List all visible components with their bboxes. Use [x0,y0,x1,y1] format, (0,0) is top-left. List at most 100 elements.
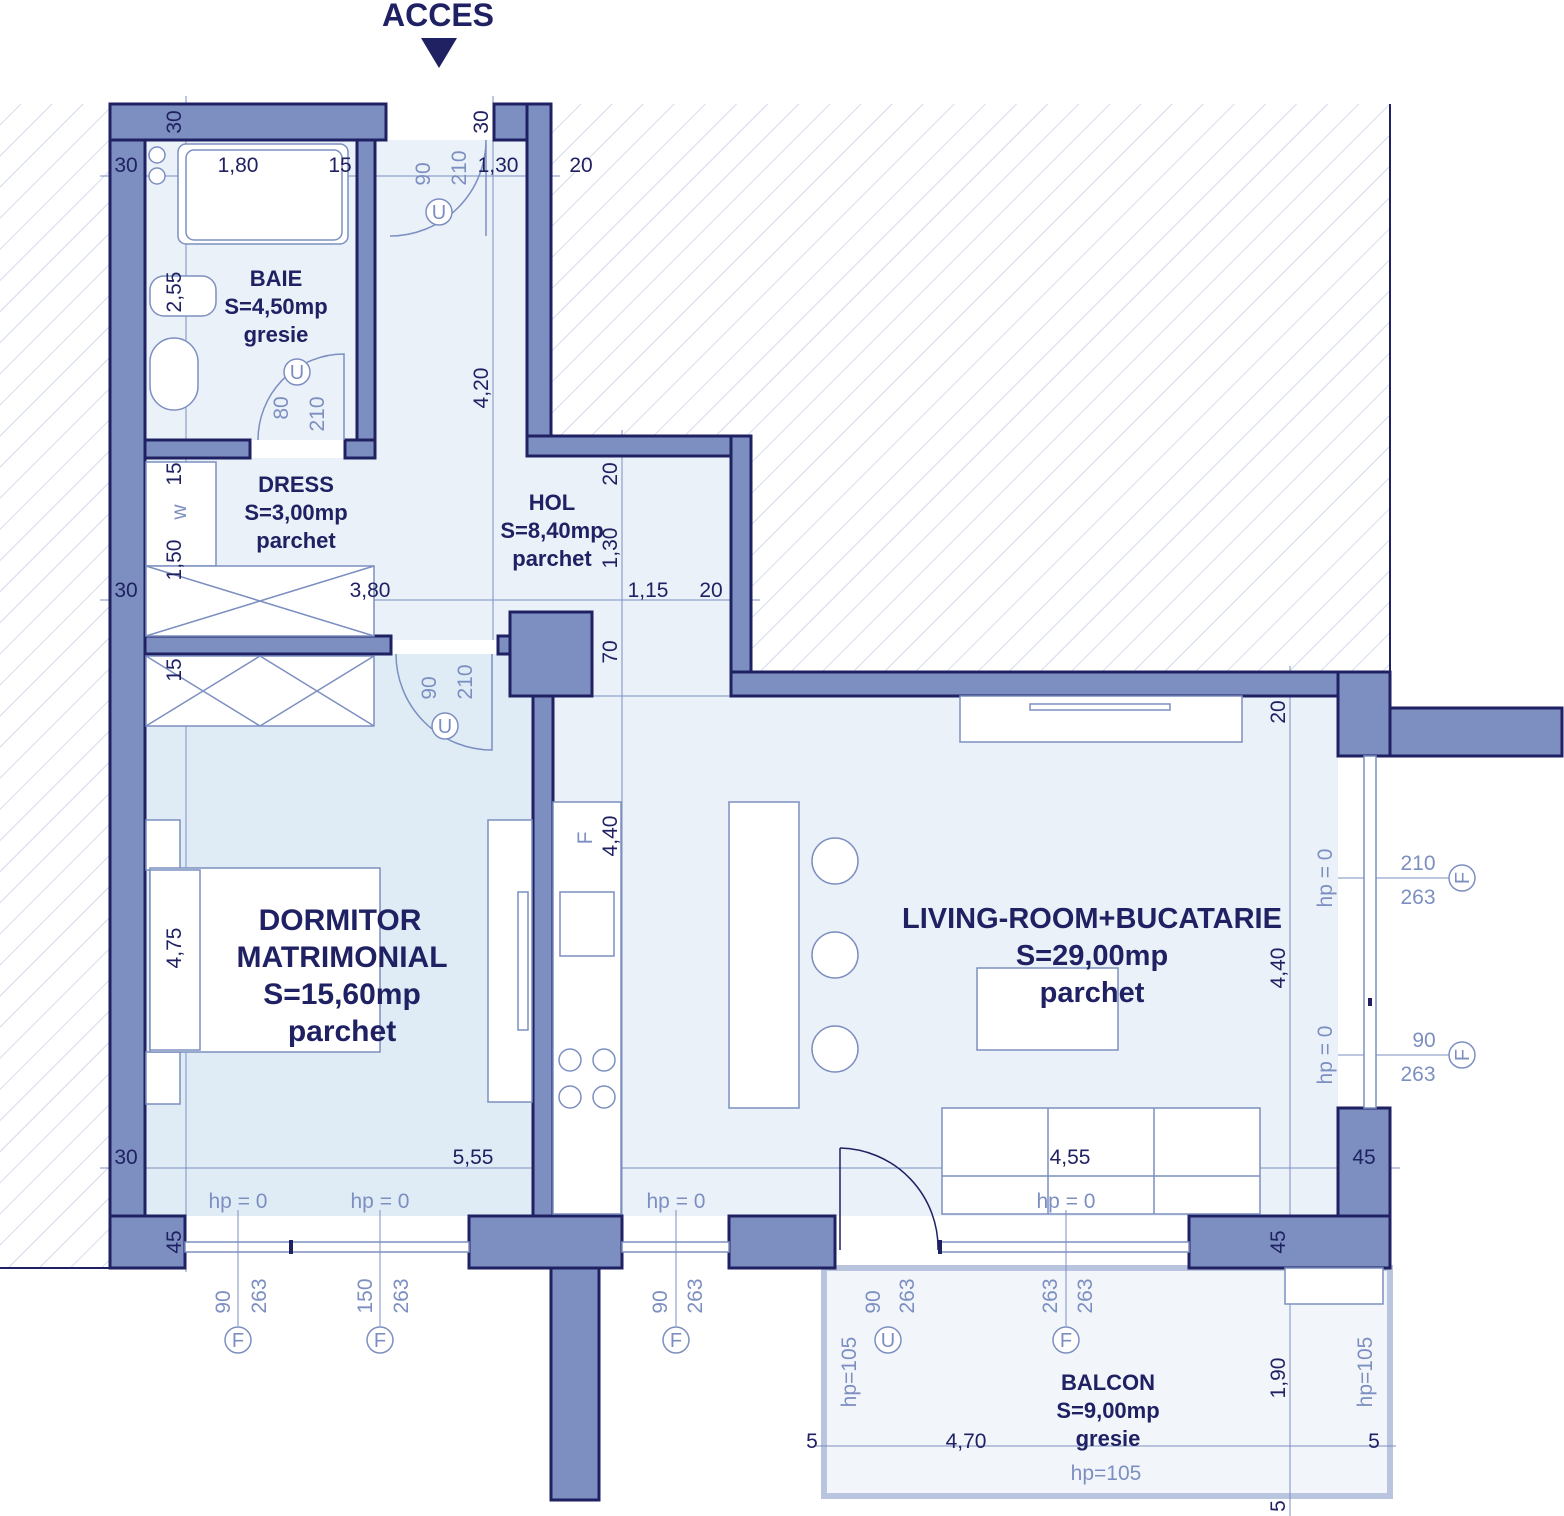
dress-area: S=3,00mp [244,500,347,525]
hol-area: S=8,40mp [500,518,603,543]
pillar [508,610,594,698]
dim-mid-hol-width: 1,15 [628,579,669,602]
nightstand-top [145,819,181,871]
wardrobe-dress [145,461,217,567]
bathtub [177,143,349,245]
svg-text:F: F [1452,1049,1474,1061]
hob-icon [558,1048,582,1072]
wall-bottom-mid [467,1214,624,1270]
dim-balcony-left-edge: 5 [806,1430,818,1453]
door-tag-entrance: 90 210 U [412,150,471,226]
door-tag-balcony: 90 263 U [862,1278,919,1354]
living-name: LIVING-ROOM+BUCATARIE [902,903,1282,935]
svg-text:F: F [1060,1330,1072,1352]
balcony-floor [821,1265,1393,1499]
wall-baie-bottom-b [343,438,377,460]
parapet-right-2: hp = 0 [1314,1026,1337,1085]
dim-fridge-mark: F [574,832,597,845]
wall-hol-corridor-right [729,434,753,698]
wardrobe-bedroom [145,655,375,727]
dim-balcony-height: 1,90 [1267,1358,1290,1399]
svg-text:U: U [438,716,452,738]
hol-floor [375,140,527,640]
parapet-labels: hp = 0 hp = 0 hp = 0 hp = 0 hp = 0 hp = … [209,849,1377,1485]
dim-hol-depth: 1,30 [599,528,622,569]
dim-mid-right-wall: 20 [699,579,722,602]
wall-right-ext [1388,706,1564,758]
dress-finish: parchet [256,528,336,553]
coffee-table [976,967,1119,1051]
dim-top-wall-right: 30 [470,110,493,133]
svg-text:U: U [290,362,304,384]
hol-finish: parchet [512,546,592,571]
wall-bedroom-right [531,694,555,1218]
dim-dress-mark: w [168,504,191,521]
door-tags: 90 210 U 80 210 U 90 210 U 90 263 U [270,150,919,1354]
dim-baie-partition: 15 [328,154,351,177]
entrance-arrow-icon [421,38,457,68]
parapet-right-1: hp = 0 [1314,849,1337,908]
parapet-balcony-left: hp=105 [838,1337,861,1408]
wall-hol-step [525,434,753,458]
dim-dress-height: 1,50 [163,540,186,581]
dormitor-area: S=15,60mp [263,978,421,1011]
sofa [941,1107,1261,1215]
hol-name: HOL [529,490,575,515]
svg-text:263: 263 [1400,1063,1435,1086]
entrance-label: ACCES [382,0,494,33]
doors [257,139,939,1251]
bathtub-inner [185,149,343,241]
tv-console [959,695,1243,743]
dim-living-top-wall: 20 [1267,700,1290,723]
dimension-labels-vertical: 30 30 2,55 4,20 15 w 1,50 20 1,30 15 70 … [163,110,1290,1512]
dormitor-finish: parchet [288,1015,396,1048]
svg-text:263: 263 [1074,1278,1097,1313]
svg-text:90: 90 [212,1290,235,1313]
dormitor-name-2: MATRIMONIAL [236,941,447,974]
wall-hol-right [525,102,553,458]
window-tag-bedroom-2: 150 263 F [354,1210,413,1354]
kitchen-counter [552,801,622,1215]
svg-text:263: 263 [248,1278,271,1313]
window-tag-bedroom-1: 90 263 F [212,1210,271,1354]
dim-bottom-wall-left: 45 [163,1230,186,1253]
wall-living-top [729,670,1392,698]
wall-bottom-stub [549,1266,601,1502]
hob-icon-3 [558,1085,582,1109]
wall-top-left [108,102,388,142]
dim-bedroom-partition: 15 [163,658,186,681]
dim-balcony-right-edge: 5 [1368,1430,1380,1453]
walls [108,102,1564,1502]
dim-pillar-70: 70 [599,640,622,663]
dormitor-name-1: DORMITOR [259,904,422,937]
svg-text:263: 263 [684,1278,707,1313]
kitchen-island [728,801,800,1109]
tv [517,891,529,1031]
dim-top-wall-left: 30 [163,110,186,133]
wall-right-upper [1336,670,1392,758]
furniture [145,143,1384,1305]
door-balcony [839,1147,939,1251]
living-area: S=29,00mp [1016,940,1168,972]
balcon-area: S=9,00mp [1056,1398,1159,1423]
svg-text:90: 90 [412,162,435,185]
dim-bottom-wall-right: 45 [1267,1230,1290,1253]
dim-balcony-width: 4,70 [946,1430,987,1453]
dim-bottom-left-wall: 30 [114,1146,137,1169]
window-tag-kitchen: 90 263 F [649,1210,707,1354]
window-tags: 90 263 F 150 263 F 90 263 F 263 263 F 2 [212,852,1476,1354]
baie-area: S=4,50mp [224,294,327,319]
parapet-balcony-right: hp=105 [1354,1337,1377,1408]
window-tag-living: 263 263 F [1039,1210,1097,1354]
svg-text:90: 90 [649,1290,672,1313]
dim-living-height: 4,40 [1267,948,1290,989]
door-tag-baie: 80 210 U [270,358,329,432]
stool-2 [811,931,859,979]
door-entrance [389,139,487,237]
svg-text:210: 210 [448,150,471,185]
dim-hol-right-wall: 20 [569,154,592,177]
wall-bottom-left [108,1214,187,1270]
wall-bottom-mid2 [727,1214,837,1270]
tap-icon-2 [148,167,166,185]
